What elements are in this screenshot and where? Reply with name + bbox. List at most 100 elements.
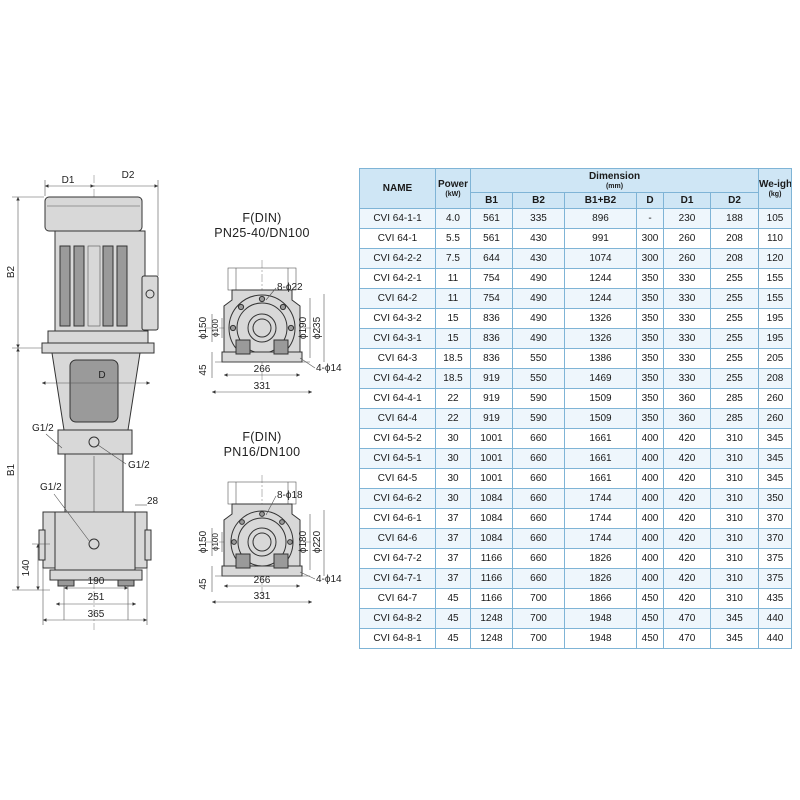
table-cell: 1661	[564, 468, 637, 489]
table-cell: 420	[663, 448, 711, 469]
table-cell: 400	[636, 488, 664, 509]
table-cell: 7.5	[435, 248, 471, 269]
table-cell: CVI 64-7-1	[359, 568, 436, 589]
header-b1b2: B1+B2	[564, 192, 637, 209]
flange-bottom-w266: 266	[254, 575, 271, 586]
table-cell: 45	[435, 608, 471, 629]
table-cell: 1248	[470, 608, 513, 629]
table-cell: 1001	[470, 428, 513, 449]
flange-top-od: ϕ235	[312, 316, 323, 339]
table-cell: 300	[636, 228, 664, 249]
table-cell: 700	[512, 608, 565, 629]
table-cell: 345	[710, 628, 759, 649]
flange-bottom-subtitle: PN16/DN100	[224, 445, 301, 459]
table-cell: 350	[636, 328, 664, 349]
table-cell: 310	[710, 528, 759, 549]
table-cell: 370	[758, 528, 792, 549]
flange-detail-pn25-40: F(DIN) PN25-40/DN100 8-ϕ22 ϕ150 ϕ100 ϕ19…	[198, 211, 342, 394]
table-cell: 345	[758, 448, 792, 469]
table-cell: 330	[663, 368, 711, 389]
table-cell: 37	[435, 548, 471, 569]
table-cell: 1744	[564, 488, 637, 509]
table-cell: 22	[435, 388, 471, 409]
table-cell: 155	[758, 268, 792, 289]
header-dimension: Dimension(mm)	[470, 168, 759, 193]
table-cell: 11	[435, 268, 471, 289]
table-cell: 660	[512, 488, 565, 509]
table-cell: 4.0	[435, 208, 471, 229]
table-cell: 330	[663, 308, 711, 329]
table-cell: 1509	[564, 408, 637, 429]
table-cell: 660	[512, 428, 565, 449]
table-cell: 120	[758, 248, 792, 269]
table-cell: CVI 64-6	[359, 528, 436, 549]
flange-top-w266: 266	[254, 364, 271, 375]
table-cell: 590	[512, 408, 565, 429]
table-cell: 660	[512, 548, 565, 569]
table-cell: 45	[435, 628, 471, 649]
table-cell: 470	[663, 628, 711, 649]
header-d1: D1	[663, 192, 711, 209]
table-cell: 208	[710, 228, 759, 249]
table-cell: 195	[758, 328, 792, 349]
table-cell: -	[636, 208, 664, 229]
table-cell: 375	[758, 568, 792, 589]
table-cell: 1244	[564, 288, 637, 309]
table-cell: 754	[470, 268, 513, 289]
flange-bottom-outer: ϕ150	[198, 530, 209, 553]
table-cell: 18.5	[435, 348, 471, 369]
table-cell: 350	[636, 368, 664, 389]
table-cell: 1326	[564, 328, 637, 349]
table-cell: 15	[435, 328, 471, 349]
table-cell: 255	[710, 288, 759, 309]
table-cell: 350	[636, 388, 664, 409]
dim-b2-label: B2	[6, 265, 17, 278]
table-cell: 435	[758, 588, 792, 609]
table-cell: 1948	[564, 608, 637, 629]
flange-bottom-inner: ϕ100	[211, 533, 220, 551]
table-cell: 350	[636, 408, 664, 429]
table-cell: 18.5	[435, 368, 471, 389]
g-top-label: G1/2	[32, 423, 54, 434]
table-cell: CVI 64-4	[359, 408, 436, 429]
flange-detail-pn16: F(DIN) PN16/DN100 8-ϕ18 ϕ150 ϕ100 ϕ180 ϕ…	[198, 430, 342, 604]
table-cell: 11	[435, 288, 471, 309]
table-cell: 22	[435, 408, 471, 429]
table-cell: CVI 64-7-2	[359, 548, 436, 569]
table-cell: 700	[512, 628, 565, 649]
table-cell: 400	[636, 508, 664, 529]
table-cell: 255	[710, 328, 759, 349]
table-cell: 350	[636, 308, 664, 329]
table-cell: 450	[636, 608, 664, 629]
table-cell: 350	[758, 488, 792, 509]
table-cell: 420	[663, 548, 711, 569]
table-cell: 370	[758, 508, 792, 529]
table-cell: CVI 64-5-2	[359, 428, 436, 449]
table-cell: 188	[710, 208, 759, 229]
table-cell: 360	[663, 408, 711, 429]
table-cell: 400	[636, 468, 664, 489]
table-cell: CVI 64-2	[359, 288, 436, 309]
table-cell: 255	[710, 308, 759, 329]
header-name: NAME	[359, 168, 436, 209]
table-cell: 1084	[470, 528, 513, 549]
pump-side-view: D1 D2 B2 B1 D G1/2 G1/2 G1/2 28 140 190	[6, 170, 159, 630]
table-cell: 660	[512, 568, 565, 589]
table-cell: 285	[710, 408, 759, 429]
table-cell: 420	[663, 468, 711, 489]
table-cell: 420	[663, 568, 711, 589]
table-cell: 37	[435, 568, 471, 589]
flange-top-h45: 45	[198, 364, 209, 376]
dim-b1-label: B1	[6, 463, 17, 476]
table-cell: CVI 64-6-1	[359, 508, 436, 529]
table-cell: CVI 64-5	[359, 468, 436, 489]
table-cell: 335	[512, 208, 565, 229]
table-cell: 1866	[564, 588, 637, 609]
table-cell: 1948	[564, 628, 637, 649]
table-cell: 590	[512, 388, 565, 409]
